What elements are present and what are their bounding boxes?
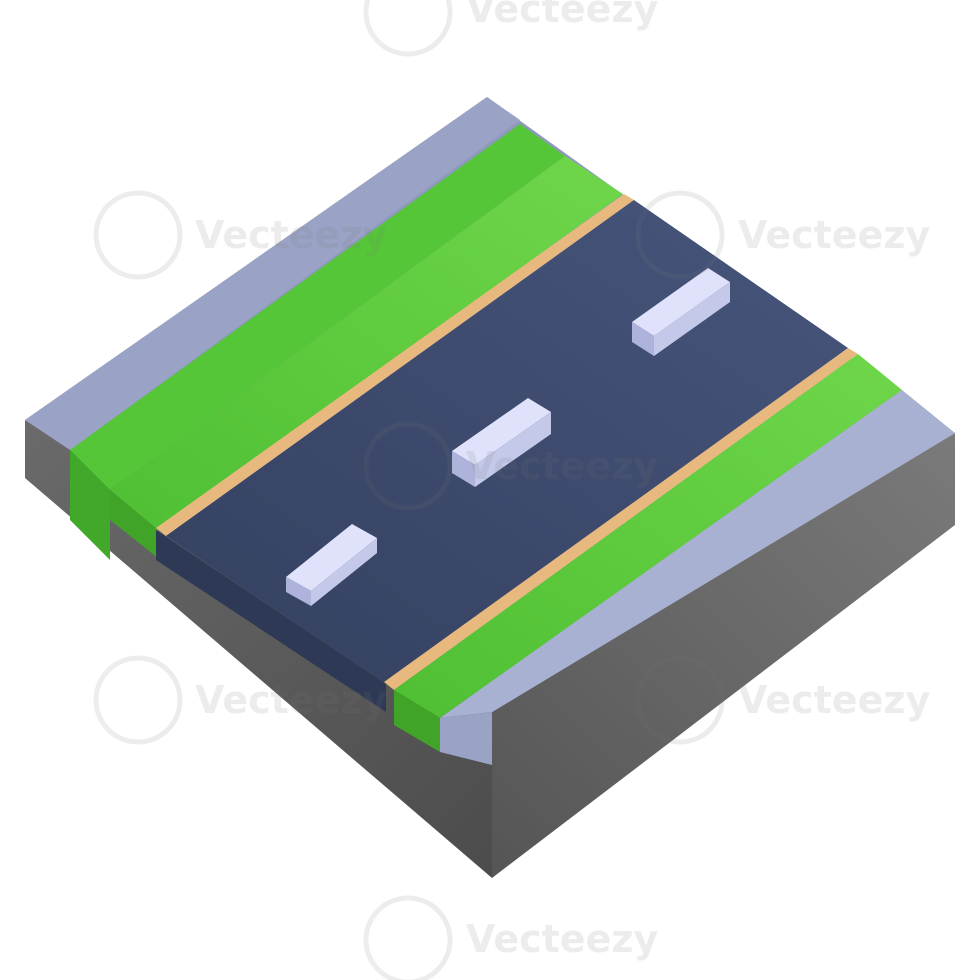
sidewalk-left-edge: [25, 97, 520, 450]
front-sidewalk: [440, 390, 955, 718]
watermark-text: Vecteezy: [738, 213, 930, 257]
watermark-text: Vecteezy: [738, 678, 930, 722]
back-grass-inner: [110, 156, 623, 530]
front-grass: [394, 354, 902, 718]
vecteezy-v-logo-icon: [635, 190, 725, 280]
watermark-text: Vecteezy: [466, 917, 658, 961]
back-edge-line: [156, 194, 634, 536]
asphalt-road-front-edge: [156, 530, 386, 712]
vecteezy-v-logo-icon: [363, 421, 453, 511]
back-grass-outer-side: [70, 450, 110, 560]
vecteezy-v-logo-icon: [635, 655, 725, 745]
back-grass-outer: [70, 124, 565, 490]
lane-marker: [632, 268, 730, 356]
back-grass-inner-side: [110, 490, 158, 558]
watermark-layer: Vecteezy Vecteezy Vecteezy Vecteezy Vect…: [93, 0, 930, 980]
lane-marker: [452, 398, 551, 487]
front-edge-line: [384, 348, 858, 690]
vecteezy-v-logo-icon: [363, 895, 453, 980]
soil-right-face: [492, 433, 955, 878]
watermark-text: Vecteezy: [466, 444, 658, 488]
vecteezy-v-logo-icon: [93, 190, 183, 280]
watermark-text: Vecteezy: [195, 678, 387, 722]
watermark-text: Vecteezy: [195, 213, 387, 257]
front-sidewalk-side: [440, 712, 492, 765]
watermark-text: Vecteezy: [466, 0, 658, 31]
vecteezy-v-logo-icon: [363, 0, 453, 57]
front-grass-side: [394, 690, 440, 752]
lane-marker: [286, 524, 377, 606]
vecteezy-v-logo-icon: [93, 655, 183, 745]
